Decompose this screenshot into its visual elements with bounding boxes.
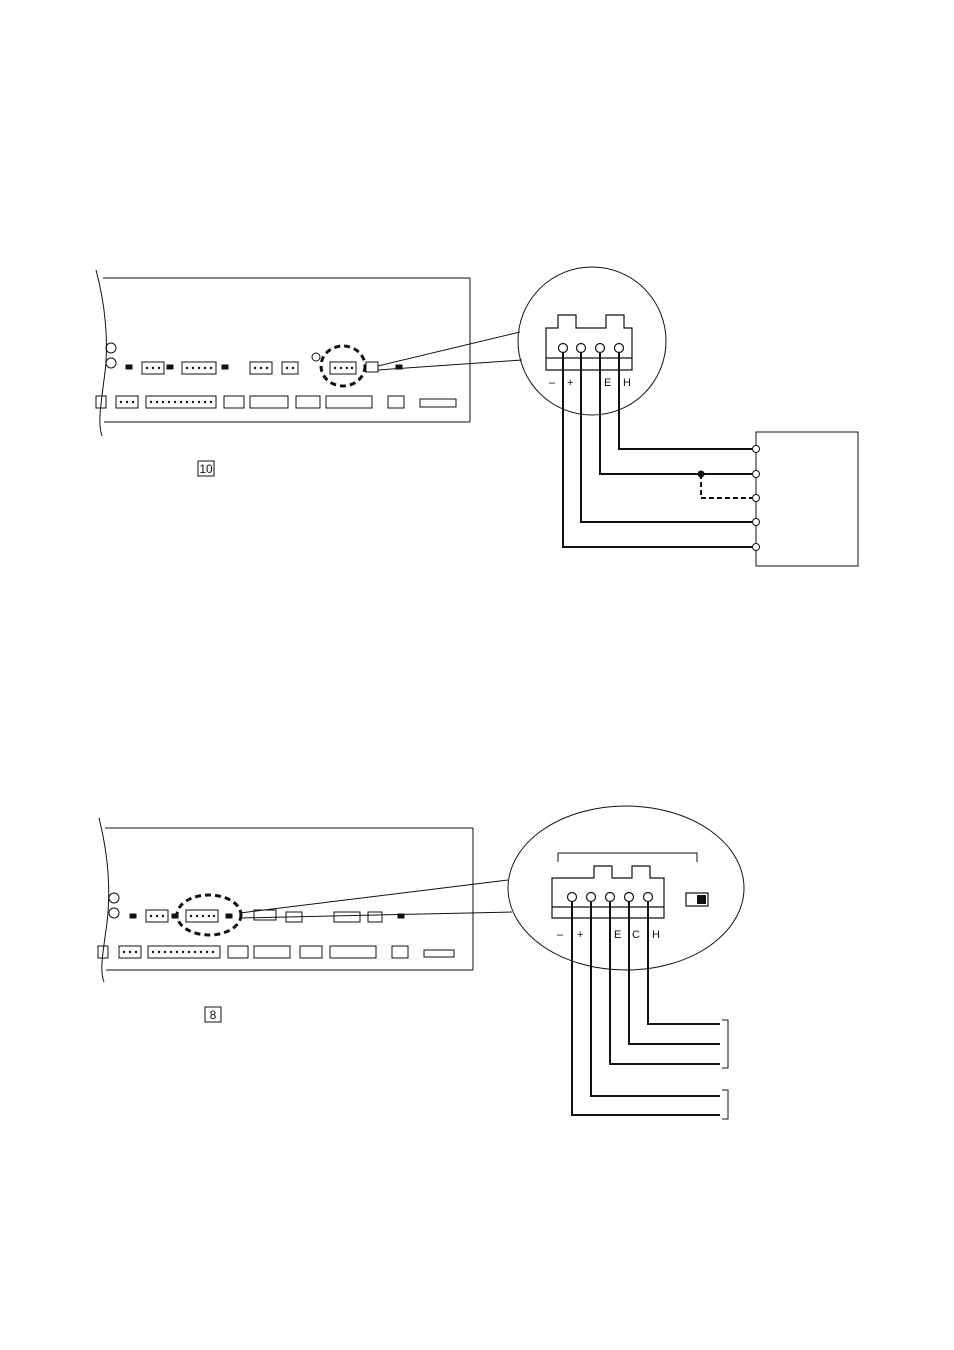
bottom-magnifier-circle [508,806,744,970]
bottom-wires [572,901,720,1115]
top-terminal-minus: – [549,377,556,389]
top-magnifier-circle [518,267,666,415]
bottom-terminal-bracket [558,853,697,862]
top-terminal-plus: + [567,377,573,389]
bottom-terminal-e: E [614,929,621,941]
top-wires [563,352,756,547]
bottom-control-board [98,818,473,982]
top-callout-number: 10 [198,461,214,476]
svg-text:10: 10 [199,462,213,476]
top-highlight-ring [321,346,365,386]
top-shield-dashed-wire [701,474,756,498]
bottom-callout-number: 8 [205,1007,221,1022]
top-terminal-h: H [623,377,631,389]
top-control-board [96,270,470,436]
top-wiring-diagram: 10 – + E H [96,267,858,566]
svg-text:8: 8 [210,1008,217,1022]
bottom-terminal-c: C [632,929,640,941]
top-remote-device [753,432,859,566]
bottom-terminal-h: H [652,929,660,941]
bottom-terminal-minus: – [557,929,564,941]
bottom-wire-group-brackets [722,1020,728,1119]
bottom-terminal-plus: + [577,929,583,941]
top-terminal-e: E [604,377,611,389]
bottom-wiring-diagram: 8 – + E C H [98,806,744,1119]
bottom-dip-switch [686,893,708,906]
